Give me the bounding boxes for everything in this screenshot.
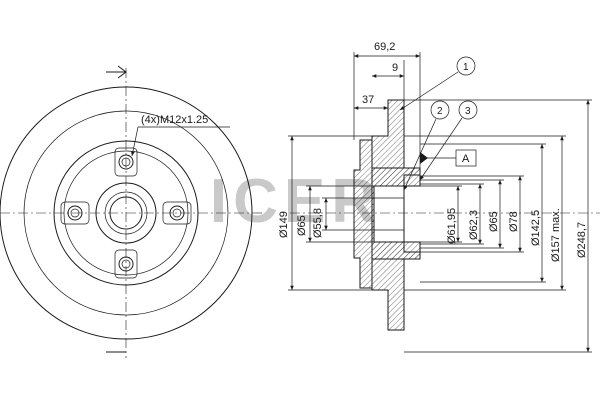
section-arrow-top	[117, 65, 127, 79]
dim-dia-78: Ø78	[508, 211, 520, 232]
dim-dia-61-95: Ø61,95	[446, 208, 458, 244]
dim-dia-149: Ø149	[278, 211, 290, 238]
callout-3: 3	[465, 106, 471, 117]
dim-dia-65-right: Ø65	[488, 211, 500, 232]
dim-dia-55-8: Ø55,8	[312, 208, 324, 238]
thread-spec-label: (4x)M12x1.25	[141, 114, 208, 126]
hub-bore	[373, 185, 405, 243]
front-view: (4x)M12x1.25	[0, 65, 264, 358]
callout-3-circle	[458, 100, 478, 120]
dim-left-group: Ø149 Ø65 Ø55,8	[278, 135, 374, 291]
dim-dia-62-3: Ø62,3	[468, 210, 480, 240]
dim-offset: 37	[362, 94, 374, 106]
dim-plate-thickness: 9	[392, 62, 398, 74]
dim-dia-157-max: Ø157 max.	[550, 208, 562, 262]
dim-dia-248-7: Ø248,7	[576, 222, 588, 258]
dim-dia-65-left: Ø65	[296, 215, 308, 236]
callout-2: 2	[437, 106, 443, 117]
callout-1: 1	[463, 62, 469, 73]
dim-overall-width: 69,2	[374, 41, 395, 53]
callout-2-circle	[430, 100, 450, 120]
dim-dia-142-5: Ø142,5	[530, 210, 542, 246]
callout-1-circle	[456, 56, 476, 76]
datum-label: A	[462, 153, 470, 165]
thread-leader-pointer	[131, 126, 139, 157]
dim-right-group: Ø61,95 Ø62,3 Ø65 Ø78 Ø142,5 Ø157 max.	[404, 99, 592, 353]
section-view: 69,2 9 37 1 2 3 A Ø149 Ø65	[278, 41, 600, 353]
